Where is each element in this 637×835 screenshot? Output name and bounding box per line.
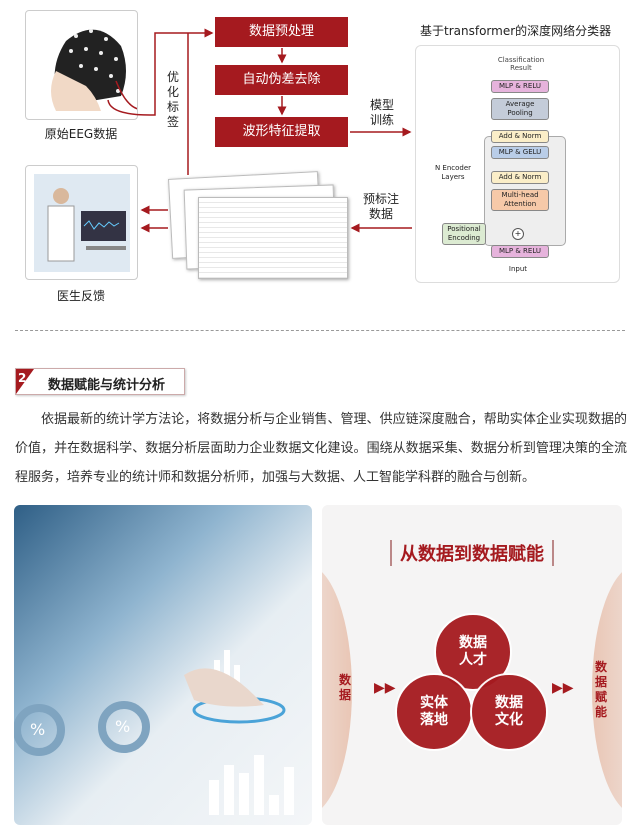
circle-data-culture: 数据文化 (470, 673, 548, 751)
positional-encoding: Positional Encoding (442, 223, 486, 245)
result-label: Classification Result (497, 56, 545, 72)
transformer-title: 基于transformer的深度网络分类器 (420, 24, 612, 38)
step-artifact-removal: 自动伪差去除 (215, 65, 348, 95)
eeg-recordings-stack (168, 171, 350, 280)
mlp-gelu: MLP & GELU (491, 146, 549, 159)
doctor-feedback-label: 医生反馈 (56, 289, 105, 303)
average-pooling: Average Pooling (491, 98, 549, 120)
step-feature-extraction: 波形特征提取 (215, 117, 348, 147)
encoder-layers-label: N Encoder Layers (434, 164, 472, 181)
left-label-data: 数据 (338, 673, 351, 702)
section-title: 数据赋能与统计分析 (48, 378, 166, 393)
right-label-empowerment: 数据赋能 (594, 660, 607, 719)
section-divider (15, 330, 625, 331)
prelabel-label: 预标注数据 (362, 192, 399, 221)
data-empowerment-diagram: 从数据到数据赋能 数据 ▶▶ ▶▶ 数据赋能 数据人才 实体落地 数据文化 (322, 505, 622, 825)
eeg-cap-image (25, 10, 139, 120)
left-chevrons-icon: ▶▶ (374, 680, 396, 696)
section-header: 2 数据赋能与统计分析 (15, 368, 185, 395)
mlp-relu-top: MLP & RELU (491, 80, 549, 93)
flow-arrows (107, 28, 412, 233)
add-norm-bottom: Add & Norm (491, 171, 549, 184)
diagram-title: 从数据到数据赋能 (390, 540, 554, 566)
section-paragraph: 依据最新的统计学方法论，将数据分析与企业销售、管理、供应链深度融合，帮助实体企业… (15, 412, 627, 485)
optimize-label: 优化标签 (166, 70, 179, 129)
input-label: Input (508, 265, 528, 273)
right-chevrons-icon: ▶▶ (552, 680, 574, 696)
raw-eeg-label: 原始EEG数据 (44, 127, 118, 141)
transformer-diagram: Classification Result MLP & RELU Average… (415, 45, 620, 283)
circle-implementation: 实体落地 (395, 673, 473, 751)
doctor-image (25, 165, 138, 280)
svg-text:%: % (115, 717, 130, 736)
train-label: 模型训练 (369, 98, 394, 127)
business-analytics-photo: %% (14, 505, 312, 825)
multi-head-attention: Multi-head Attention (491, 189, 549, 211)
section-number: 2 (18, 371, 27, 385)
step-preprocess: 数据预处理 (215, 17, 348, 47)
svg-text:%: % (30, 720, 45, 739)
add-norm-top: Add & Norm (491, 130, 549, 143)
add-operator: + (512, 228, 524, 240)
mlp-relu-bottom: MLP & RELU (491, 245, 549, 258)
